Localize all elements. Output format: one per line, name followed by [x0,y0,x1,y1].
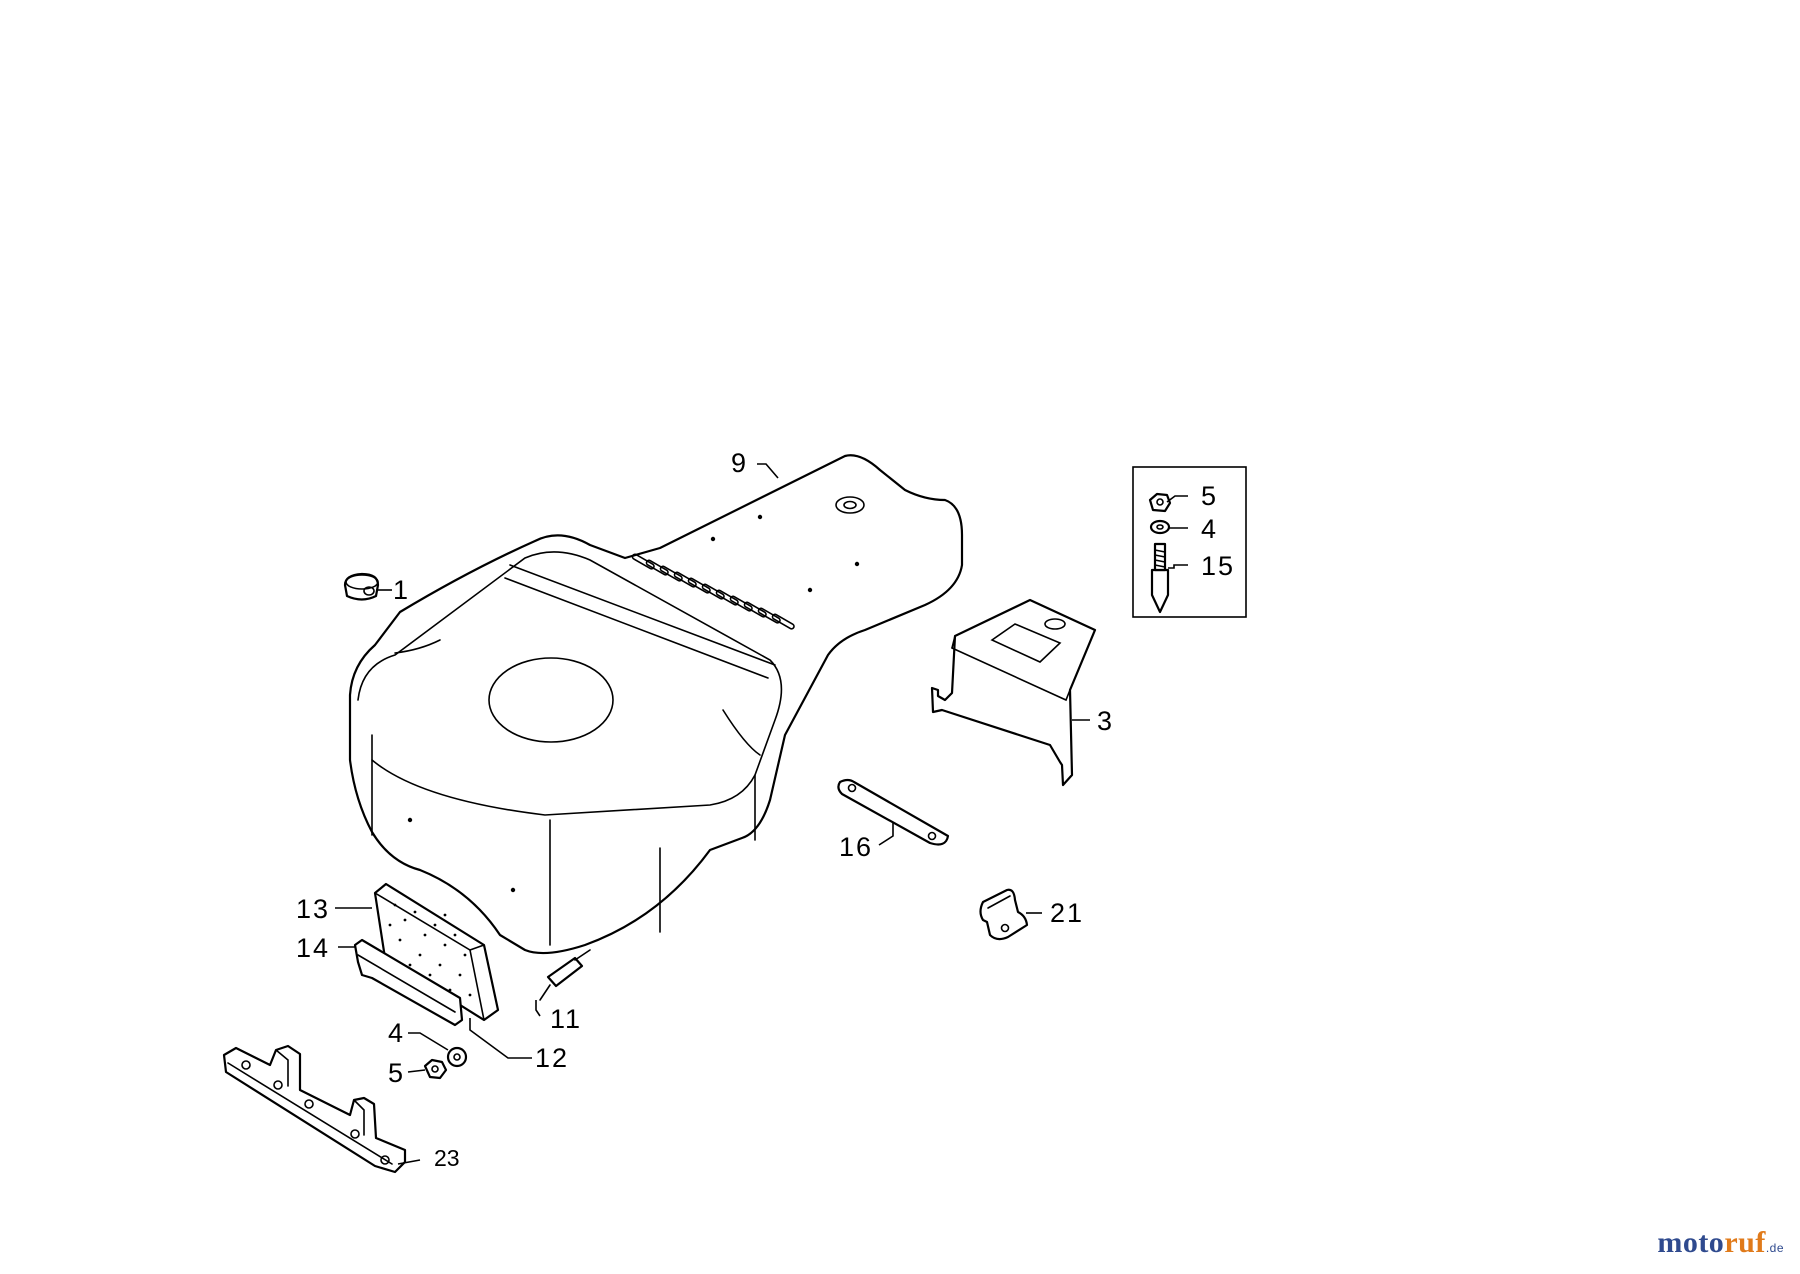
label-16: 16 [839,832,873,862]
label-13: 13 [296,894,330,924]
filter-assembly [353,882,500,1027]
vent-slots [631,553,795,630]
hardware-inset [1132,466,1247,618]
rail-bracket [222,1044,407,1174]
label-4-bottom: 4 [388,1018,405,1048]
filter-texture [388,903,472,997]
label-5-bottom: 5 [388,1058,405,1088]
label-4-inset: 4 [1201,514,1218,544]
callout-labels: 9 1 3 16 21 13 14 11 12 4 5 23 5 4 15 [296,448,1235,1171]
cap [343,572,380,601]
watermark-logo: motoruf.de [1657,1226,1784,1259]
z-bracket [979,888,1029,941]
label-1: 1 [393,575,410,605]
label-14: 14 [296,933,330,963]
bracket [930,598,1097,787]
washer-nut-bottom [423,1046,468,1080]
hood-cover [348,454,964,955]
label-9: 9 [731,448,748,478]
label-5-inset: 5 [1201,481,1218,511]
pin [539,949,591,1001]
label-21: 21 [1050,898,1084,928]
label-11: 11 [550,1004,582,1034]
flat-strap [837,778,950,846]
label-15: 15 [1201,551,1235,581]
leader-lines [335,463,1188,1165]
label-23: 23 [434,1145,460,1171]
label-3: 3 [1097,706,1114,736]
label-12: 12 [535,1043,569,1073]
